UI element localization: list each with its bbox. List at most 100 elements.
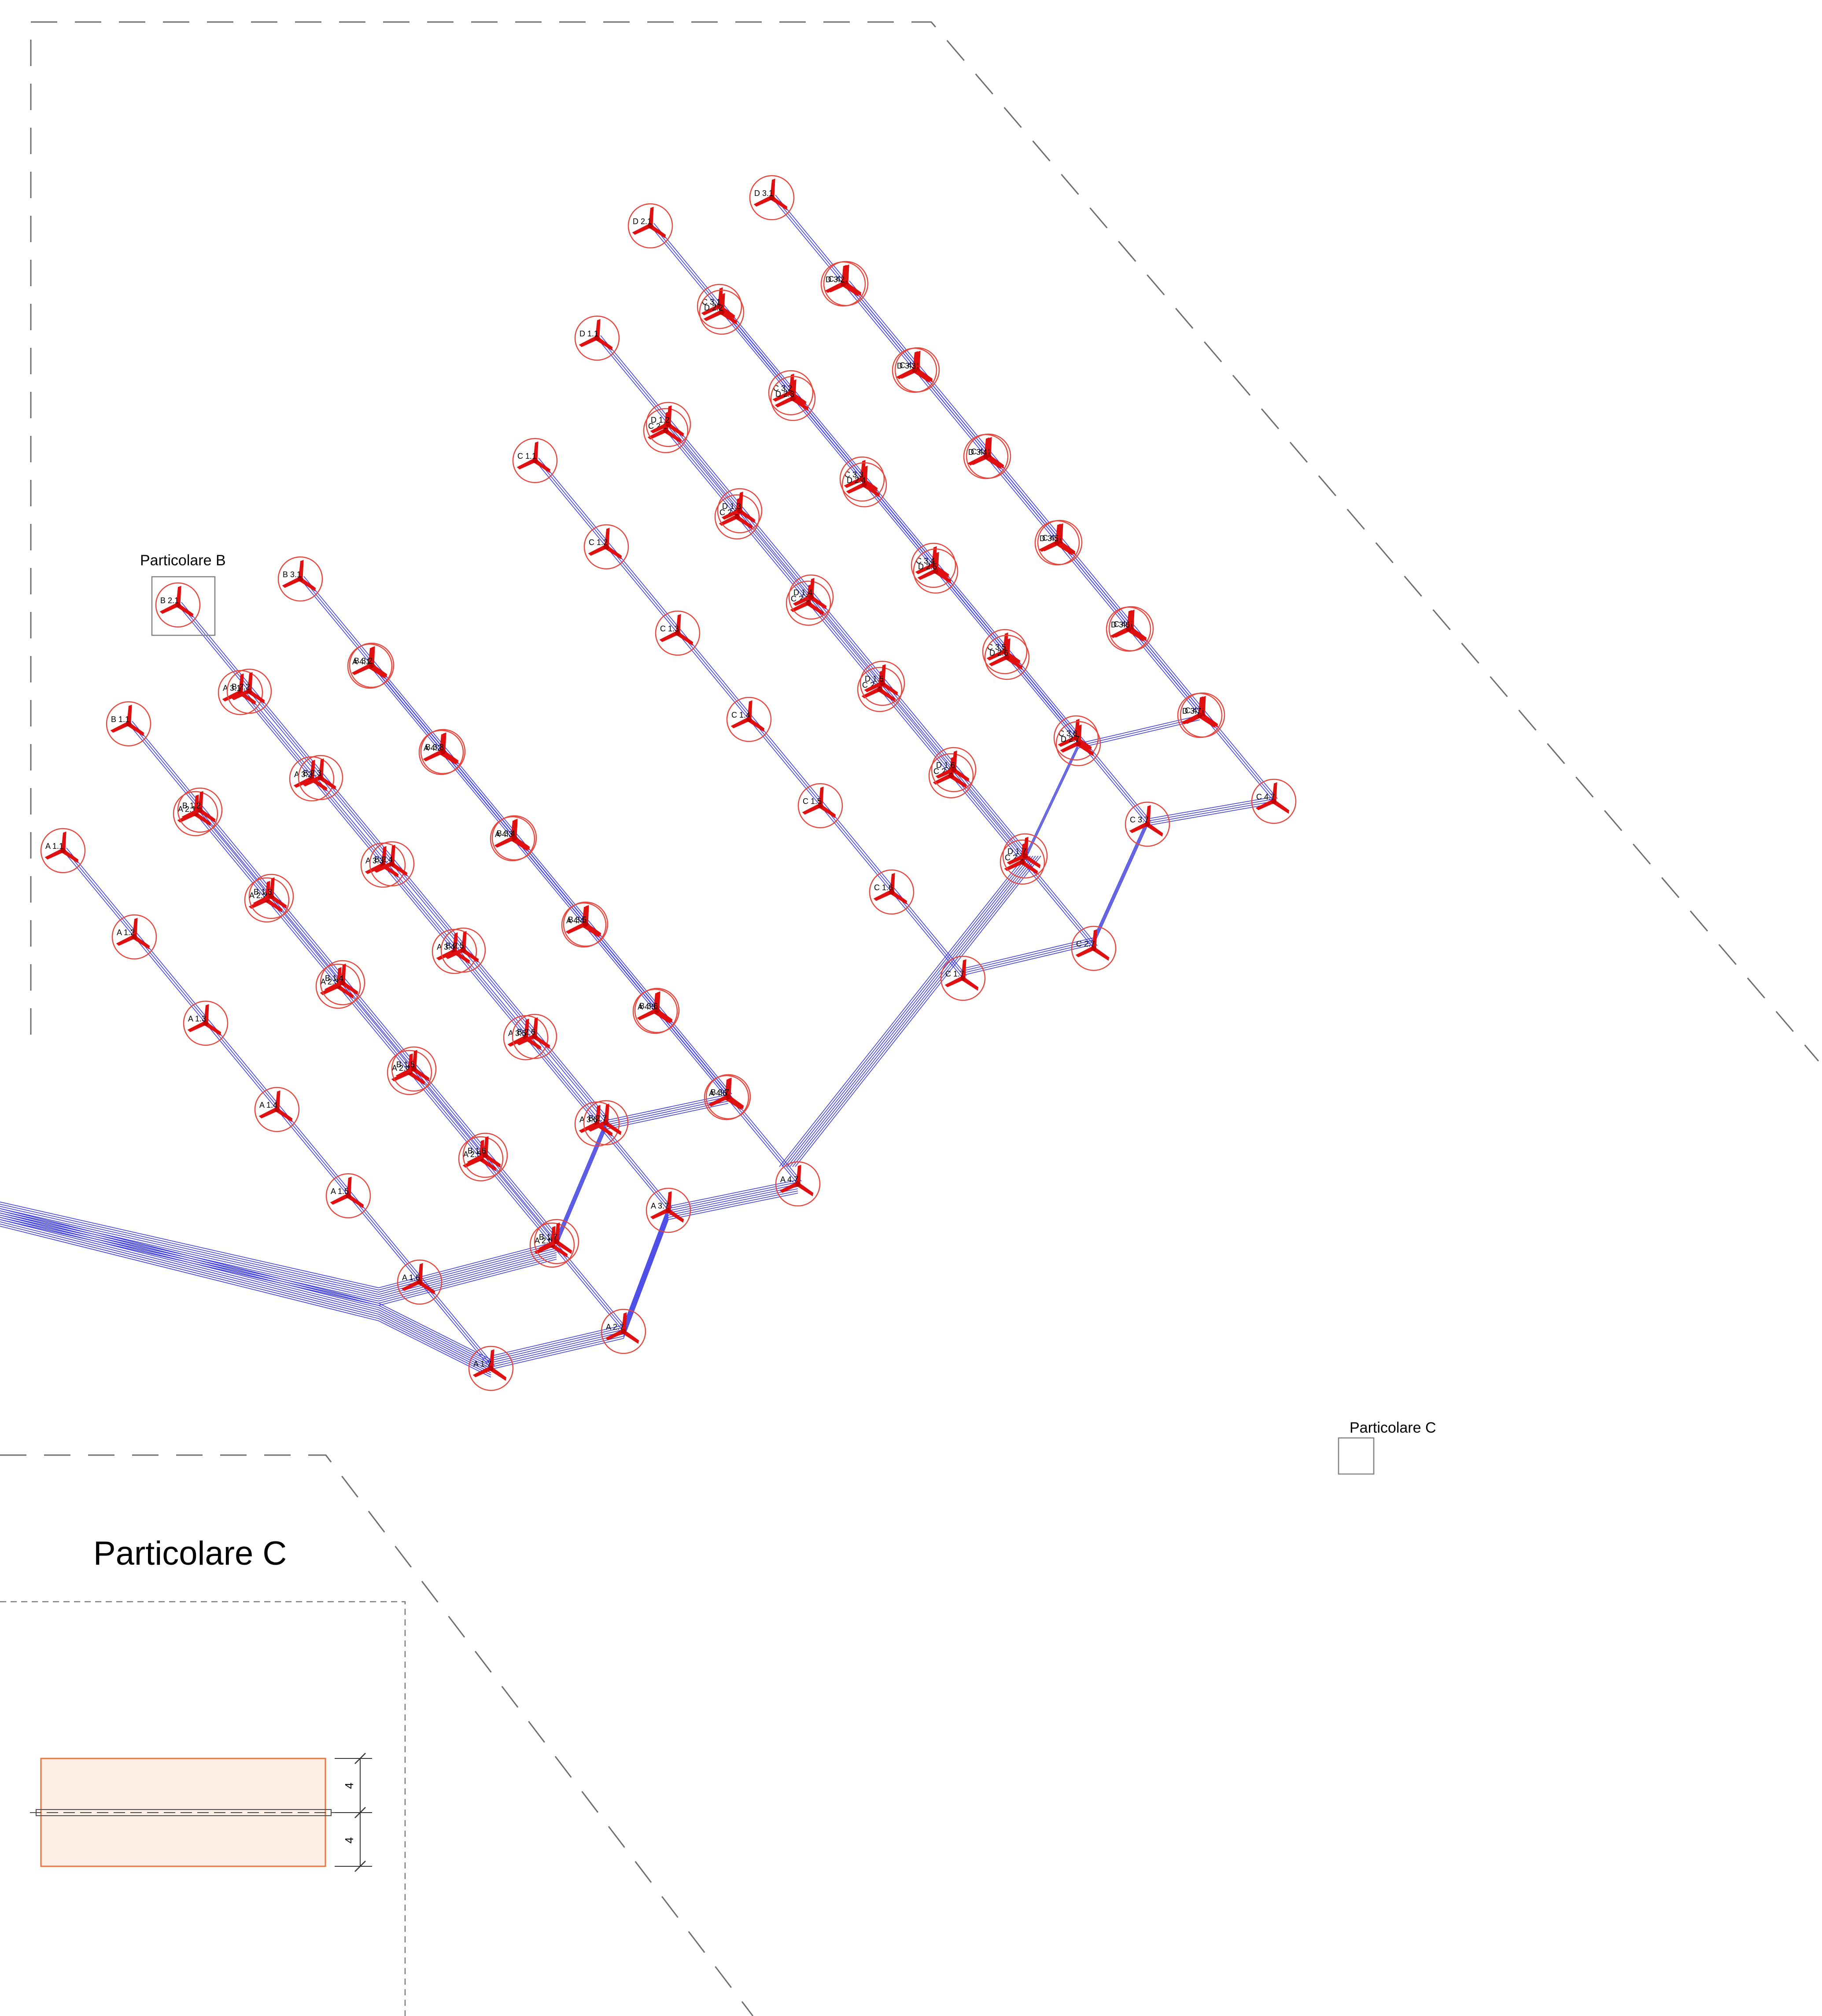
- turbine-d-3-2[interactable]: D 3.2: [820, 261, 866, 307]
- turbine-d-2-4[interactable]: D 2.4: [841, 462, 887, 508]
- turbine-a-1-2[interactable]: A 1.2: [111, 914, 157, 960]
- export-cable-b-conductor: [0, 1215, 557, 1301]
- turbine-id-label: D 2.7: [1061, 735, 1080, 744]
- turbine-b-2-4[interactable]: B 2.4: [369, 841, 415, 887]
- turbine-b-3-7[interactable]: B 3.7: [705, 1074, 751, 1120]
- particolare-c-callout[interactable]: Particolare C: [1338, 1419, 1436, 1475]
- turbine-a-3-6[interactable]: A 3.6: [574, 1101, 620, 1147]
- turbine-b-1-2[interactable]: B 1.2: [177, 787, 223, 833]
- turbine-c-1-7[interactable]: C 1.7: [940, 955, 986, 1001]
- turbine-footprint-circle: [111, 914, 157, 960]
- turbine-a-3-7[interactable]: A 3.7: [645, 1187, 691, 1233]
- turbine-d-2-7[interactable]: D 2.7: [1055, 721, 1101, 767]
- rotor-icon: [1129, 805, 1163, 837]
- turbine-a-1-5[interactable]: A 1.5: [325, 1173, 371, 1219]
- turbine-c-3-7[interactable]: C 3.7: [1125, 801, 1170, 847]
- turbine-footprint-circle: [913, 548, 959, 594]
- turbine-footprint-circle: [512, 438, 558, 483]
- rotor-icon: [353, 646, 387, 678]
- turbine-d-1-3[interactable]: D 1.3: [717, 488, 763, 534]
- turbine-footprint-circle: [462, 1132, 508, 1178]
- turbine-b-2-3[interactable]: B 2.3: [298, 755, 343, 800]
- turbine-d-2-5[interactable]: D 2.5: [913, 548, 959, 594]
- turbine-footprint-circle: [369, 841, 415, 887]
- turbine-footprint-circle: [248, 873, 294, 919]
- turbine-footprint-circle: [1002, 833, 1048, 879]
- turbine-footprint-circle: [749, 175, 795, 221]
- turbine-a-3-2[interactable]: A 3.2: [289, 756, 335, 802]
- turbine-a-1-4[interactable]: A 1.4: [254, 1087, 300, 1132]
- turbine-c-1-6[interactable]: C 1.6: [869, 869, 915, 915]
- turbine-d-1-7[interactable]: D 1.7: [1002, 833, 1048, 879]
- turbine-c-4-7[interactable]: C 4.7: [1251, 778, 1297, 824]
- turbine-id-label: D 2.2: [704, 303, 723, 312]
- turbine-b-1-6[interactable]: B 1.6: [462, 1132, 508, 1178]
- turbine-c-1-5[interactable]: C 1.5: [797, 783, 843, 829]
- turbine-footprint-circle: [645, 1187, 691, 1233]
- turbine-a-2-7[interactable]: A 2.7: [601, 1308, 646, 1354]
- turbine-id-label: D 3.4: [968, 448, 987, 457]
- rotor-icon: [587, 1103, 622, 1135]
- turbine-d-2-3[interactable]: D 2.3: [770, 376, 816, 421]
- turbine-d-3-4[interactable]: D 3.4: [963, 434, 1009, 479]
- turbine-id-label: B 1.7: [539, 1233, 557, 1242]
- turbine-b-3-3[interactable]: B 3.3: [420, 729, 466, 774]
- turbine-d-1-4[interactable]: D 1.4: [788, 574, 834, 620]
- turbine-a-1-3[interactable]: A 1.3: [183, 1000, 229, 1046]
- turbine-b-1-7[interactable]: B 1.7: [534, 1219, 579, 1264]
- turbine-d-3-6[interactable]: D 3.6: [1106, 606, 1151, 652]
- turbine-c-1-2[interactable]: C 1.2: [583, 524, 629, 570]
- turbine-b-2-1[interactable]: B 2.1: [155, 582, 201, 628]
- turbine-b-2-7[interactable]: B 2.7: [583, 1100, 629, 1146]
- turbine-a-1-7[interactable]: A 1.7: [468, 1345, 514, 1391]
- turbine-b-3-4[interactable]: B 3.4: [491, 815, 537, 861]
- turbine-d-3-7[interactable]: D 3.7: [1177, 693, 1223, 738]
- turbine-id-label: A 1.6: [402, 1273, 420, 1282]
- turbine-footprint-circle: [869, 869, 915, 915]
- turbine-a-1-1[interactable]: A 1.1: [40, 828, 86, 873]
- export-cable-a-conductor: [0, 1226, 491, 1378]
- turbine-b-2-2[interactable]: B 2.2: [226, 668, 272, 714]
- particolare-b-callout[interactable]: Particolare B: [140, 552, 226, 636]
- turbine-c-1-4[interactable]: C 1.4: [726, 697, 772, 742]
- turbine-c-1-3[interactable]: C 1.3: [655, 610, 701, 656]
- turbine-a-3-3[interactable]: A 3.3: [360, 842, 406, 888]
- turbine-b-1-3[interactable]: B 1.3: [248, 873, 294, 919]
- turbine-d-2-1[interactable]: D 2.1: [627, 203, 673, 249]
- turbine-footprint-circle: [1106, 606, 1151, 652]
- collector-d-conductor: [1025, 715, 1200, 856]
- turbine-b-1-1[interactable]: B 1.1: [106, 701, 151, 747]
- export-cable-a-conductor: [0, 1224, 491, 1375]
- turbine-d-1-1[interactable]: D 1.1: [574, 315, 620, 361]
- detail-c-frame: [0, 1601, 406, 2016]
- turbine-d-3-1[interactable]: D 3.1: [749, 175, 795, 221]
- turbine-b-2-6[interactable]: B 2.6: [512, 1014, 557, 1059]
- turbine-a-4-7[interactable]: A 4.7: [775, 1161, 821, 1207]
- collector-d-conductor: [1025, 717, 1200, 859]
- collector-c-conductor: [963, 796, 1274, 969]
- turbine-b-1-5[interactable]: B 1.5: [391, 1046, 437, 1092]
- turbine-b-3-2[interactable]: B 3.2: [349, 642, 395, 688]
- turbine-b-3-1[interactable]: B 3.1: [277, 556, 323, 602]
- turbine-b-1-4[interactable]: B 1.4: [320, 960, 365, 1006]
- rotor-icon: [1181, 696, 1216, 728]
- turbine-d-3-3[interactable]: D 3.3: [892, 347, 937, 393]
- turbine-d-2-6[interactable]: D 2.6: [984, 634, 1030, 680]
- turbine-id-label: B 2.7: [588, 1114, 607, 1123]
- turbine-d-1-5[interactable]: D 1.5: [859, 660, 905, 706]
- turbine-id-label: C 3.1: [702, 298, 721, 306]
- boundary-lower: [0, 1454, 754, 2016]
- turbine-b-3-6[interactable]: B 3.6: [634, 988, 680, 1033]
- turbine-footprint-circle: [40, 828, 86, 873]
- turbine-b-3-5[interactable]: B 3.5: [563, 901, 609, 947]
- turbine-a-1-6[interactable]: A 1.6: [397, 1259, 443, 1305]
- turbine-b-2-5[interactable]: B 2.5: [440, 927, 486, 973]
- dim-tick-top: [354, 1753, 366, 1764]
- turbine-d-3-5[interactable]: D 3.5: [1034, 520, 1080, 566]
- turbine-c-1-1[interactable]: C 1.1: [512, 438, 558, 483]
- turbine-d-2-2[interactable]: D 2.2: [699, 289, 745, 335]
- turbine-d-1-6[interactable]: D 1.6: [931, 747, 977, 792]
- turbine-c-2-7[interactable]: C 2.7: [1071, 925, 1117, 971]
- turbine-footprint-circle: [387, 1050, 432, 1095]
- turbine-d-1-2[interactable]: D 1.2: [645, 402, 691, 447]
